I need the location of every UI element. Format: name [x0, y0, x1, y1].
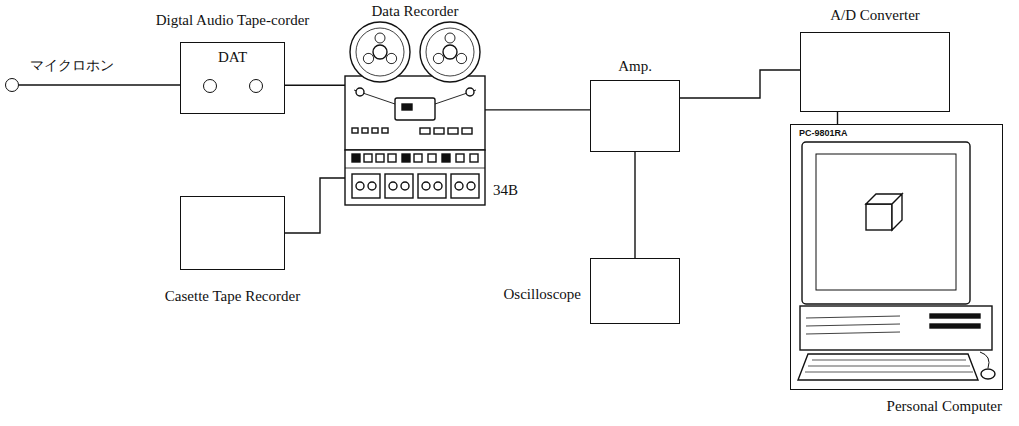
device-title: Casette Tape Recorder [165, 287, 300, 305]
signal-line [837, 112, 838, 124]
cassette-box: Casette Tape Recorder [180, 196, 285, 270]
microphone-symbol: マイクロホン [5, 78, 19, 92]
device-title: Personal Computer [887, 397, 1002, 415]
device-title: Oscilloscope [504, 285, 581, 303]
amp-box: Amp. [590, 80, 680, 152]
signal-line [680, 70, 800, 98]
microphone-label: マイクロホン [30, 57, 114, 74]
data-recorder: Data Recorder34B [345, 22, 485, 205]
signal-line [634, 152, 635, 258]
ad-converter-box: A/D Converter [800, 32, 950, 112]
device-title: Digtal Audio Tape-corder [156, 11, 310, 29]
dat-box: Digtal Audio Tape-corderDAT [180, 42, 285, 114]
model-number: 34B [493, 181, 518, 199]
device-name: DAT [218, 48, 247, 66]
data-recorder-illustration [345, 22, 485, 205]
device-title: A/D Converter [830, 6, 920, 24]
signal-line [485, 109, 590, 110]
personal-computer-illustration [798, 142, 995, 380]
signal-line [285, 178, 345, 233]
signal-line [285, 84, 345, 85]
knob-symbol [203, 79, 217, 93]
computer-frame: PC-9801RAPersonal Computer [790, 124, 1003, 390]
signal-line [19, 84, 180, 85]
knob-symbol [249, 79, 263, 93]
model-label: PC-9801RA [797, 128, 850, 139]
device-title: Data Recorder [371, 2, 458, 20]
device-title: Amp. [618, 57, 652, 75]
oscilloscope-box: Oscilloscope [590, 258, 680, 324]
